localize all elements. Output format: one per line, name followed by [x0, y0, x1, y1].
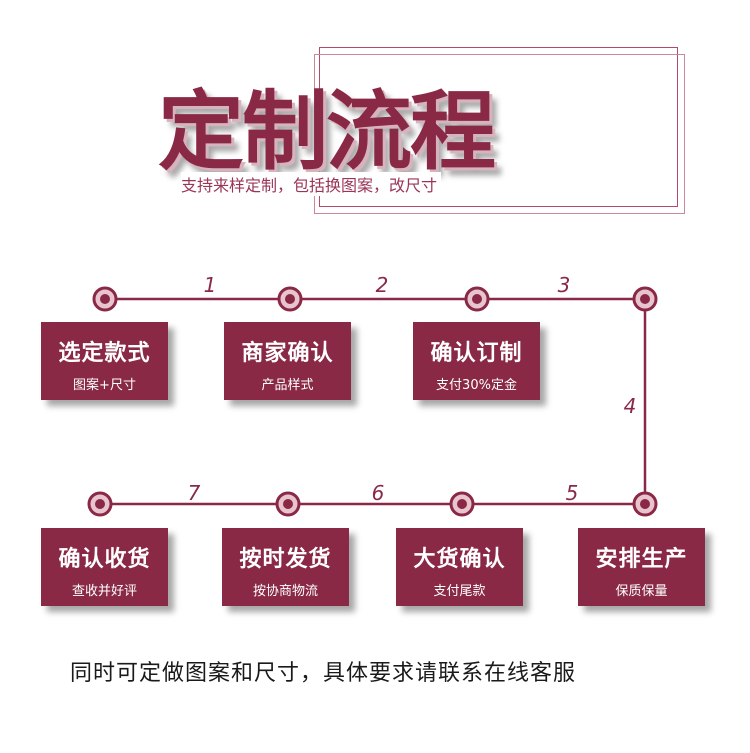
connector-number-4: 4	[623, 394, 637, 418]
step-title: 商家确认	[241, 341, 334, 366]
connector-number-3: 3	[557, 273, 571, 297]
step-subtitle: 支付30%定金	[436, 378, 517, 393]
step-card-7: 确认收货 查收并好评	[41, 528, 168, 606]
step-subtitle: 保质保量	[615, 584, 668, 599]
node-5	[632, 491, 658, 517]
step-subtitle: 图案+尺寸	[73, 378, 136, 393]
step-card-5: 大货确认 支付尾款	[396, 528, 523, 606]
step-title: 确认收货	[58, 547, 151, 572]
node-7	[275, 491, 301, 517]
node-6	[449, 491, 475, 517]
node-2	[277, 286, 303, 312]
step-card-1: 选定款式 图案+尺寸	[41, 322, 168, 400]
node-4	[632, 286, 658, 312]
connector-number-2: 2	[375, 273, 389, 297]
step-card-6: 按时发货 按协商物流	[222, 528, 349, 606]
step-title: 确认订制	[430, 341, 523, 366]
step-subtitle: 按协商物流	[252, 584, 318, 599]
step-title: 安排生产	[595, 547, 688, 572]
step-subtitle: 支付尾款	[433, 584, 486, 599]
step-subtitle: 查收并好评	[71, 584, 137, 599]
step-title: 选定款式	[58, 341, 151, 366]
step-card-4: 安排生产 保质保量	[578, 528, 705, 606]
step-card-2: 商家确认 产品样式	[224, 322, 351, 400]
node-3	[464, 286, 490, 312]
step-subtitle: 产品样式	[261, 378, 314, 393]
page-title: 定制流程	[158, 82, 496, 182]
decorative-frame-outer	[319, 47, 678, 207]
footer-note: 同时可定做图案和尺寸，具体要求请联系在线客服	[70, 661, 577, 686]
page-subtitle: 支持来样定制，包括换图案，改尺寸	[181, 172, 442, 196]
decorative-frame-inner	[314, 54, 685, 214]
connector-number-7: 7	[187, 481, 201, 505]
node-1	[92, 286, 118, 312]
connector-number-5: 5	[565, 481, 579, 505]
step-card-3: 确认订制 支付30%定金	[413, 322, 540, 400]
step-title: 大货确认	[413, 547, 506, 572]
connector-number-1: 1	[203, 273, 217, 297]
node-8	[87, 491, 113, 517]
step-title: 按时发货	[239, 547, 332, 572]
connector-number-6: 6	[371, 481, 385, 505]
